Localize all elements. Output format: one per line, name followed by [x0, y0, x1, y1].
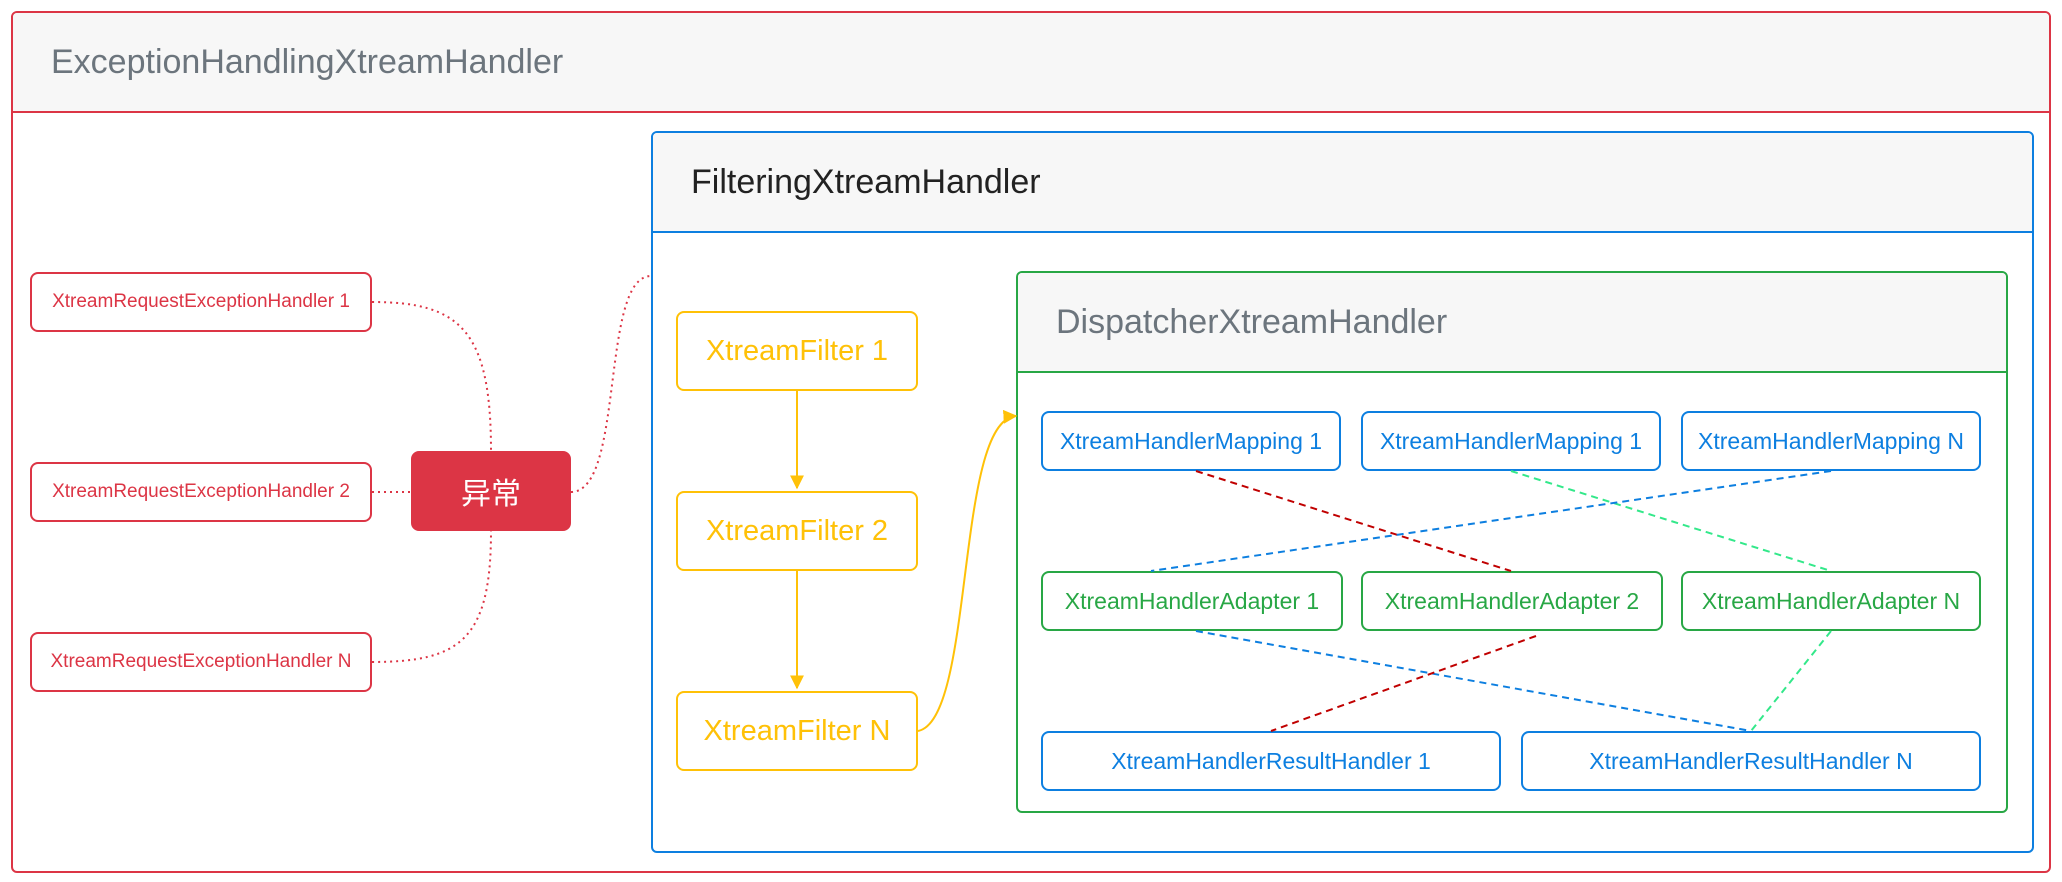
- filter-n[interactable]: XtreamFilter N: [676, 691, 918, 771]
- handler-adapter-label: XtreamHandlerAdapter 2: [1384, 587, 1640, 614]
- filtering-panel: FilteringXtreamHandler: [651, 131, 2034, 853]
- filtering-header: FilteringXtreamHandler: [653, 133, 2032, 233]
- filter-label: XtreamFilter N: [703, 714, 891, 747]
- exception-handling-panel: ExceptionHandlingXtreamHandler: [11, 11, 2051, 873]
- result-handler-label: XtreamHandlerResultHandler 1: [1111, 747, 1431, 774]
- handler-mapping-label: XtreamHandlerMapping 1: [1379, 427, 1643, 454]
- mapping2-adaptern-link: [1510, 470, 1832, 572]
- exception-handling-title: ExceptionHandlingXtreamHandler: [51, 42, 564, 81]
- exception-link-n: [371, 530, 492, 663]
- filter-label: XtreamFilter 1: [705, 334, 889, 367]
- exception-handling-header: ExceptionHandlingXtreamHandler: [13, 13, 2049, 113]
- filter-label: XtreamFilter 2: [705, 514, 889, 547]
- result-handler-n[interactable]: XtreamHandlerResultHandler N: [1521, 731, 1981, 791]
- handler-adapter-2[interactable]: XtreamHandlerAdapter 2: [1361, 571, 1663, 631]
- exception-handler-2[interactable]: XtreamRequestExceptionHandler 2: [30, 462, 372, 522]
- exception-handler-label: XtreamRequestExceptionHandler 1: [52, 291, 350, 312]
- dispatcher-panel: DispatcherXtreamHandler: [1016, 271, 2008, 813]
- handler-adapter-1[interactable]: XtreamHandlerAdapter 1: [1041, 571, 1343, 631]
- exception-to-filtering-link: [570, 275, 652, 493]
- filter-2[interactable]: XtreamFilter 2: [676, 491, 918, 571]
- adapter2-result1-link: [1270, 635, 1537, 732]
- adapter1-resultn-link: [1195, 630, 1752, 732]
- handler-adapter-label: XtreamHandlerAdapter 1: [1064, 587, 1320, 614]
- exception-handler-n[interactable]: XtreamRequestExceptionHandler N: [30, 632, 372, 692]
- result-handler-1[interactable]: XtreamHandlerResultHandler 1: [1041, 731, 1501, 791]
- dispatcher-title: DispatcherXtreamHandler: [1056, 302, 1448, 341]
- handler-adapter-n[interactable]: XtreamHandlerAdapter N: [1681, 571, 1981, 631]
- dispatcher-header: DispatcherXtreamHandler: [1018, 273, 2006, 373]
- exception-handler-label: XtreamRequestExceptionHandler 2: [52, 481, 350, 502]
- handler-mapping-2[interactable]: XtreamHandlerMapping 1: [1361, 411, 1661, 471]
- exception-handler-1[interactable]: XtreamRequestExceptionHandler 1: [30, 272, 372, 332]
- filtering-title: FilteringXtreamHandler: [691, 162, 1041, 201]
- filter-1[interactable]: XtreamFilter 1: [676, 311, 918, 391]
- exception-link-1: [371, 301, 492, 452]
- handler-mapping-n[interactable]: XtreamHandlerMapping N: [1681, 411, 1981, 471]
- mappingn-adapter1-link: [1150, 470, 1832, 572]
- adaptern-resultn-link: [1750, 630, 1832, 732]
- handler-mapping-label: XtreamHandlerMapping N: [1698, 427, 1964, 454]
- result-handler-label: XtreamHandlerResultHandler N: [1589, 747, 1913, 774]
- exception-node[interactable]: 异常: [411, 451, 571, 531]
- filter-to-dispatcher-arrow: [917, 409, 1018, 732]
- exception-node-label: 异常: [461, 478, 521, 511]
- exception-handler-label: XtreamRequestExceptionHandler N: [50, 651, 352, 672]
- handler-mapping-1[interactable]: XtreamHandlerMapping 1: [1041, 411, 1341, 471]
- handler-adapter-label: XtreamHandlerAdapter N: [1701, 587, 1961, 614]
- mapping1-adapter2-link: [1195, 470, 1512, 572]
- handler-mapping-label: XtreamHandlerMapping 1: [1059, 427, 1323, 454]
